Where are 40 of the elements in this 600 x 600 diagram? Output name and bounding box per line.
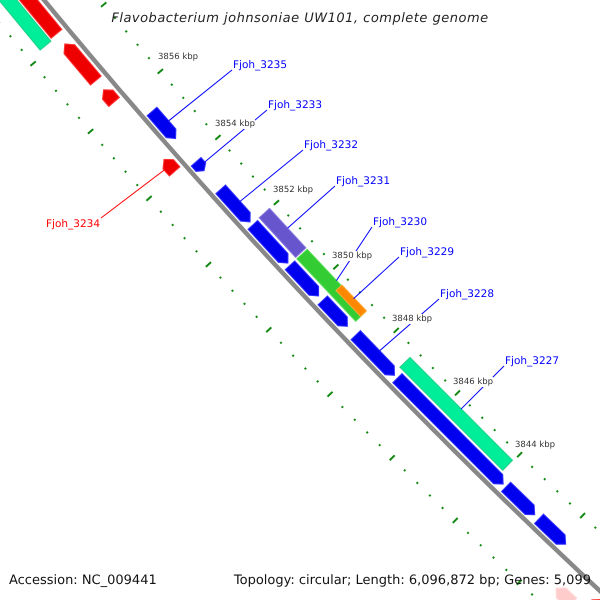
scale-label: 3846 kbp (453, 377, 494, 387)
scale-label: 3856 kbp (158, 52, 198, 62)
gene-block (162, 158, 181, 177)
gene-label: Fjoh_3235 (233, 59, 288, 72)
gene-block (500, 482, 536, 516)
scale-label: 3848 kbp (392, 314, 432, 324)
scale-label: 3854 kbp (215, 119, 256, 129)
scale-label: 3844 kbp (515, 440, 556, 450)
gene-block (392, 372, 504, 485)
gene-block (190, 156, 206, 172)
gene-label: Fjoh_3233 (268, 99, 322, 112)
gene-block (102, 89, 120, 108)
gene-label: Fjoh_3228 (440, 288, 494, 301)
scale-label: 3852 kbp (273, 185, 314, 195)
gene-block (335, 284, 368, 318)
gene-block (215, 184, 251, 222)
title: Flavobacterium johnsoniae UW101, complete genome (110, 10, 490, 28)
gene-block (63, 43, 102, 86)
gene-block (0, 0, 52, 51)
gene-block (247, 220, 288, 264)
leader-line (353, 256, 400, 300)
gene-block (284, 260, 320, 297)
leader-line (240, 150, 304, 202)
gene-block (317, 295, 348, 327)
gene-label: Fjoh_3234 (46, 218, 100, 231)
gene-label: Fjoh_3232 (304, 139, 358, 152)
gene-block (146, 106, 176, 140)
leader-line (168, 70, 232, 122)
gene-block (555, 587, 578, 600)
gene-block (534, 513, 566, 545)
gene-block (350, 330, 396, 376)
leader-line (100, 170, 165, 218)
genome-info-text: Topology: circular; Length: 6,096,872 bp; Genes: 5,099 (234, 573, 591, 589)
gene-label: Fjoh_3227 (505, 355, 560, 368)
accession-text: Accession: NC_009441 (9, 573, 157, 589)
gene-block (258, 208, 307, 258)
gene-label: Fjoh_3230 (373, 216, 428, 229)
gene-label: Fjoh_3229 (400, 246, 454, 259)
scale-label: 3850 kbp (332, 251, 372, 261)
gene-label: Fjoh_3231 (336, 175, 390, 188)
